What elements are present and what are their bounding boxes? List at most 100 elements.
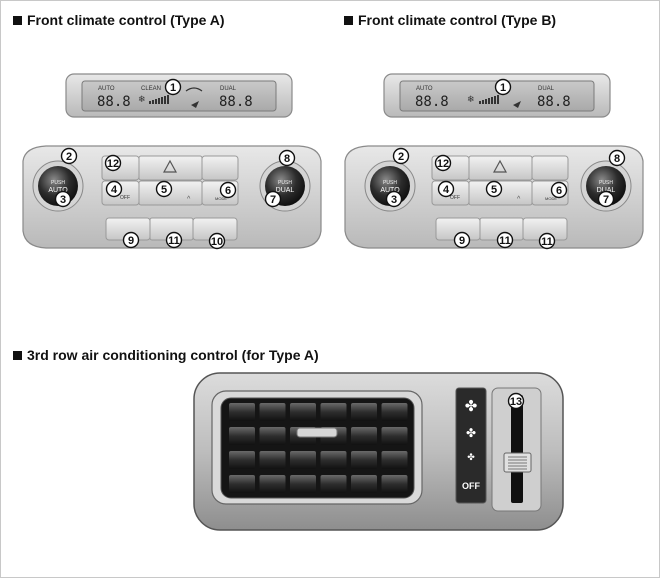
callout-number: 3 — [391, 194, 397, 206]
vent-slat — [351, 403, 377, 421]
callout-number: 11 — [541, 236, 553, 248]
fan-icon: ❄ — [467, 94, 475, 104]
off-label: OFF — [120, 195, 130, 201]
knob-push-label: PUSH — [383, 180, 397, 186]
knob-push-label: PUSH — [278, 180, 292, 186]
vent-grille — [220, 397, 415, 499]
callout-n2: 2 — [60, 147, 78, 165]
lcd-temp-left: 88.8 — [97, 94, 131, 110]
lcd-auto-label: AUTO — [98, 86, 115, 92]
chevron-up-icon: ^ — [187, 196, 191, 203]
callout-number: 12 — [437, 158, 449, 170]
mode-label: MODE — [545, 196, 557, 201]
display-unit-b: AUTO 88.8 ❄ DUAL 88.8 — [383, 73, 611, 118]
callout-number: 11 — [168, 235, 180, 247]
vent-slat — [351, 451, 377, 469]
callout-number: 8 — [284, 153, 290, 165]
callout-n7: 7 — [264, 190, 282, 208]
callout-n2: 2 — [392, 147, 410, 165]
temp-knob-right[interactable] — [586, 166, 626, 206]
callout-number: 8 — [614, 153, 620, 165]
vent-slat — [229, 427, 255, 445]
vent-slat — [351, 475, 377, 493]
callout-number: 6 — [225, 185, 231, 197]
callout-number: 1 — [170, 82, 176, 94]
callout-n3: 3 — [385, 190, 403, 208]
vent-slat — [259, 451, 286, 469]
fan-high-icon: ✤ — [465, 398, 478, 415]
callout-n12: 12 — [104, 154, 122, 172]
heading-text: 3rd row air conditioning control (for Ty… — [27, 347, 319, 363]
callout-number: 12 — [107, 158, 119, 170]
vent-slat — [229, 403, 255, 421]
callout-number: 4 — [111, 184, 118, 196]
lcd-dual-label: DUAL — [220, 86, 237, 92]
callout-number: 9 — [128, 235, 134, 247]
callouts-rear: 13 — [507, 392, 525, 410]
callout-n8: 8 — [608, 149, 626, 167]
vent-slat — [259, 427, 286, 445]
callout-n5: 5 — [485, 180, 503, 198]
vent-slat — [229, 475, 255, 493]
callout-n6: 6 — [219, 181, 237, 199]
hazard-button-b[interactable] — [468, 155, 533, 181]
bullet-square-icon — [13, 16, 22, 25]
knob-dual-label: DUAL — [276, 187, 295, 194]
bullet-square-icon — [344, 16, 353, 25]
callout-number: 3 — [60, 194, 66, 206]
fan-level-bars — [479, 95, 499, 104]
callout-number: 2 — [398, 151, 404, 163]
vent-slat — [290, 451, 316, 469]
callout-n7: 7 — [597, 190, 615, 208]
recirculation-icon — [185, 87, 203, 92]
lcd-temp-right: 88.8 — [219, 94, 253, 110]
slider-knob-ridges — [508, 456, 527, 470]
heading-front-type-b: Front climate control (Type B) — [344, 12, 556, 28]
callout-n4: 4 — [105, 180, 123, 198]
fan-level-bars — [149, 95, 169, 104]
callout-n5: 5 — [155, 180, 173, 198]
lcd-temp-right: 88.8 — [537, 94, 571, 110]
fan-medium-icon: ✤ — [466, 426, 476, 440]
callout-n13: 13 — [507, 392, 525, 410]
vent-slat — [229, 451, 255, 469]
callout-number: 6 — [556, 185, 562, 197]
vent-slat — [351, 427, 377, 445]
callout-n11: 11 — [496, 231, 514, 249]
callout-n11: 11 — [538, 232, 556, 250]
fan-slider-track — [511, 395, 523, 503]
defrost-button-a[interactable] — [201, 155, 239, 181]
knob-auto-label: AUTO — [48, 187, 68, 194]
callout-n4: 4 — [437, 180, 455, 198]
vent-slat — [290, 475, 316, 493]
fan-low-icon: ✤ — [467, 452, 475, 462]
lcd-dual-label: DUAL — [538, 86, 555, 92]
front-panels-svg: AUTO 88.8 ❄ CLEAN DUAL 88.8 PUSH AUTO — [22, 73, 644, 250]
vent-slat — [381, 451, 408, 469]
lcd-clean-label: CLEAN — [141, 86, 161, 92]
callout-number: 10 — [211, 236, 223, 248]
callout-number: 13 — [510, 396, 522, 408]
vent-slat — [290, 403, 316, 421]
fan-off-label: OFF — [462, 481, 480, 491]
hazard-icon — [162, 159, 178, 173]
callout-number: 7 — [603, 194, 609, 206]
display-unit-a: AUTO 88.8 ❄ CLEAN DUAL 88.8 — [65, 73, 293, 118]
knob-push-label: PUSH — [51, 180, 65, 186]
heading-rear-control: 3rd row air conditioning control (for Ty… — [13, 347, 319, 363]
hazard-button-a[interactable] — [138, 155, 203, 181]
callout-number: 2 — [66, 151, 72, 163]
defrost-button-b[interactable] — [531, 155, 569, 181]
callout-n12: 12 — [434, 154, 452, 172]
vent-slat — [381, 475, 408, 493]
callout-number: 9 — [459, 235, 465, 247]
vent-slat — [320, 475, 347, 493]
vent-adjust-tab[interactable] — [296, 427, 338, 438]
callout-n9: 9 — [453, 231, 471, 249]
knob-push-label: PUSH — [599, 180, 613, 186]
rear-panel-svg: ✤ ✤ ✤ OFF 13 — [193, 372, 564, 531]
callout-number: 11 — [499, 235, 511, 247]
vent-slat — [259, 403, 286, 421]
vent-slat — [320, 451, 347, 469]
